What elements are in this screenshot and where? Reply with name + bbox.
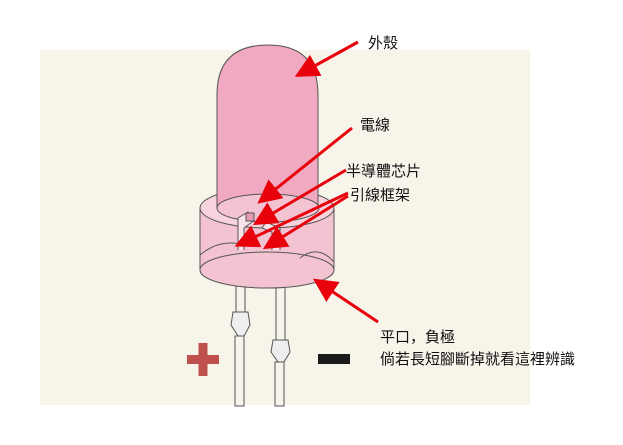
arrow-flat-edge xyxy=(313,278,379,324)
label-shell: 外殼 xyxy=(368,34,398,52)
label-wire: 電線 xyxy=(360,116,390,134)
arrow-chip xyxy=(252,168,347,226)
arrow-shell xyxy=(294,40,359,77)
minus-symbol xyxy=(318,354,350,364)
label-lead-frame: 引線框架 xyxy=(350,186,410,204)
arrow-lead-frame-2 xyxy=(262,194,349,250)
label-flat-note-line2: 倘若長短腳斷掉就看這裡辨識 xyxy=(380,350,575,368)
semiconductor-chip xyxy=(245,212,255,222)
plus-symbol xyxy=(187,343,219,376)
label-flat-note-line1: 平口，負極 xyxy=(380,328,455,346)
arrow-wire xyxy=(257,126,353,204)
arrow-lead-frame-1 xyxy=(234,191,349,248)
label-chip: 半導體芯片 xyxy=(346,162,421,180)
